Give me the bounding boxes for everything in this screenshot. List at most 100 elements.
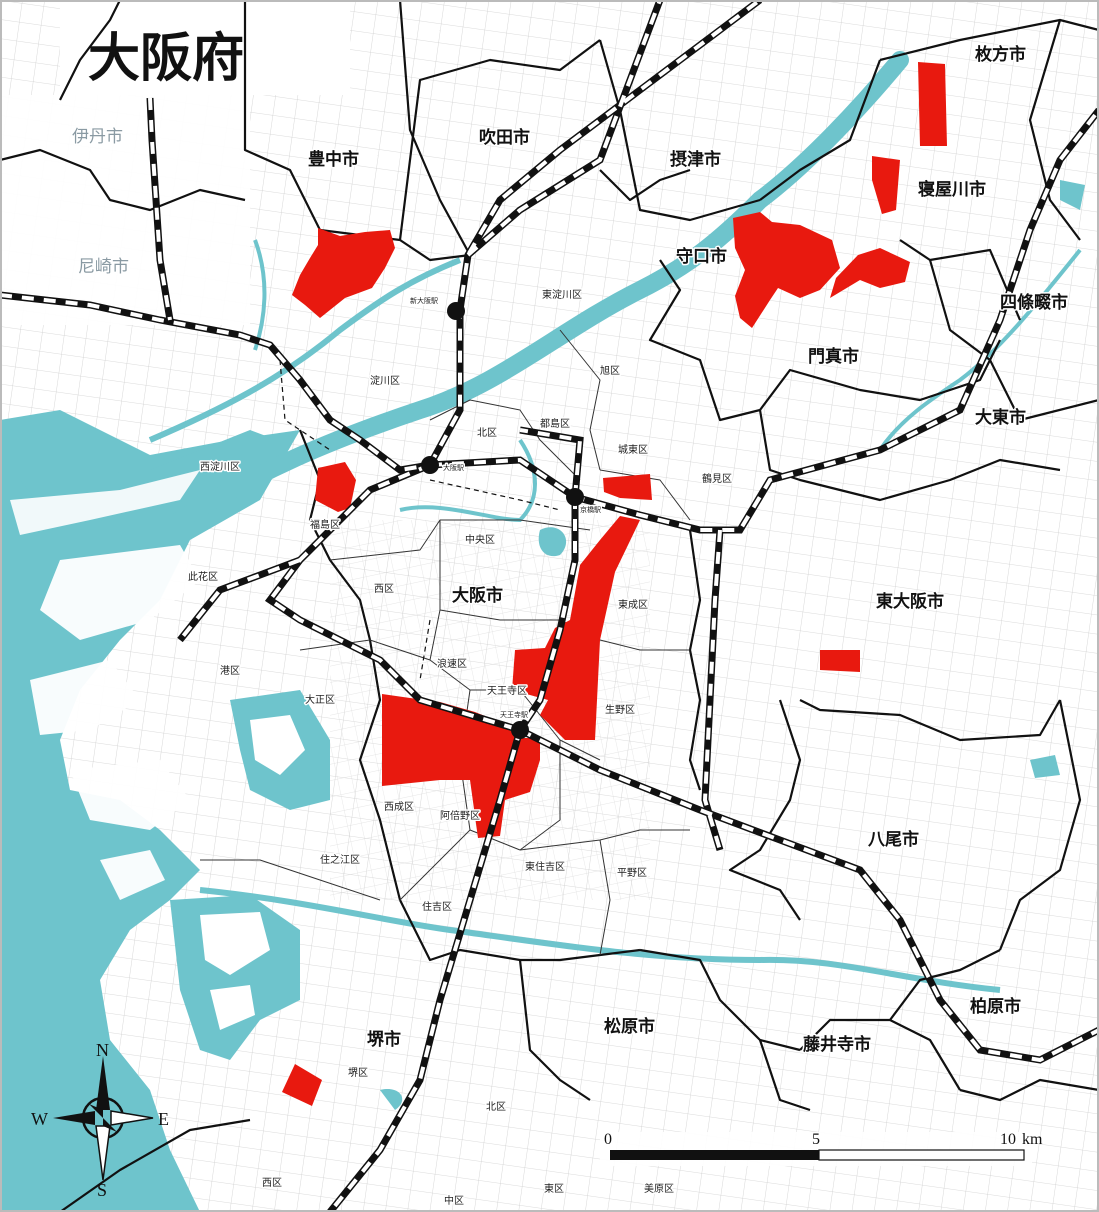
city-labels: 枚方市 伊丹市 吹田市 豊中市 摂津市 寝屋川市 尼崎市 守口市 四條畷市 門真… [71,43,1070,1057]
label-abeno: 阿倍野区 [440,809,480,822]
scale-label-5: 5 [812,1131,820,1148]
compass-rose: N E S W [31,1040,169,1200]
label-sumiyoshi: 住吉区 [422,900,452,913]
label-shijonawate: 四條畷市 [1000,292,1068,313]
label-fujiidera: 藤井寺市 [803,1034,871,1055]
label-neyagawa: 寝屋川市 [918,179,986,200]
inland-pond-4 [1030,755,1060,778]
label-sakai-nishi: 西区 [262,1177,282,1189]
highlight-sakai [282,1064,322,1106]
stations: 新大阪駅 大阪駅 京橋駅 天王寺駅 [409,295,603,739]
compass-east-arrow [110,1110,154,1126]
label-miyakojima: 都島区 [540,417,570,430]
highlight-toyonaka [292,228,395,318]
compass-north-arrow [96,1056,110,1110]
highlight-kadoma-east [830,248,910,298]
compass-n-label: N [96,1040,109,1060]
highlight-higashiosaka [820,650,860,672]
station-shinosaka-dot [447,302,465,320]
label-yodogawa: 淀川区 [370,374,400,387]
scale-bar-black-segment [610,1150,819,1160]
label-asahi: 旭区 [600,365,620,377]
scale-bar: 0 5 10 km [600,1131,1043,1166]
inland-pond-1 [538,527,567,557]
port-piers [30,545,200,900]
compass-center-se [103,1118,117,1132]
label-chuo: 中央区 [465,533,495,546]
station-shinosaka-label: 新大阪駅 [410,296,438,305]
label-fukushima: 福島区 [310,518,340,531]
label-suita: 吹田市 [479,127,530,148]
label-nishi: 西区 [374,583,394,595]
compass-w-label: W [31,1109,48,1129]
label-sakai-mihara: 美原区 [644,1182,674,1195]
northwest-blank-area [0,95,250,325]
station-kyobashi-label: 京橋駅 [580,505,601,514]
inland-pond-3 [1060,180,1085,210]
kanzaki-river [148,257,462,443]
sakai-harbour-piers [200,912,270,1030]
label-higashisumiyoshi: 東住吉区 [525,860,565,873]
label-itami: 伊丹市 [72,127,123,147]
highlight-neyagawa [872,156,900,214]
label-taisho: 大正区 [305,693,335,706]
label-nishiyodogawa: 西淀川区 [200,460,240,473]
label-hirakata: 枚方市 [975,44,1026,65]
label-osaka-city: 大阪市 [452,585,503,606]
label-kadoma: 門真市 [808,346,859,367]
title-backdrop [60,0,350,95]
label-konohana: 此花区 [188,570,218,583]
label-higashiyodogawa: 東淀川区 [542,288,582,301]
highlight-moriguchi [733,212,840,328]
label-settsu: 摂津市 [670,149,721,170]
label-tsurumi: 鶴見区 [702,472,732,485]
label-minato: 港区 [220,665,240,677]
highlight-hirakata-north [918,62,947,146]
scale-label-0: 0 [604,1131,612,1148]
label-kita: 北区 [477,427,497,439]
label-naniwa: 浪速区 [437,657,467,670]
station-osaka-label: 大阪駅 [443,463,464,472]
label-sakai-higashi: 東区 [544,1182,564,1195]
nanko-piers [250,715,305,775]
label-tennoji: 天王寺区 [487,685,527,697]
label-sakai-ku: 堺区 [348,1067,368,1079]
yodo-river [171,51,909,529]
compass-west-arrow [53,1111,95,1125]
label-toyonaka: 豊中市 [308,149,359,170]
yamato-river [199,887,1001,993]
label-hirano: 平野区 [617,867,647,879]
label-sakai: 堺市 [367,1029,401,1050]
label-sakai-naka: 中区 [444,1194,464,1207]
station-tennoji-dot [511,721,529,739]
label-yao: 八尾市 [868,829,919,850]
station-tennoji-label: 天王寺駅 [500,711,528,719]
compass-s-label: S [97,1180,107,1200]
highlight-joto [603,474,652,500]
neya-river [878,248,1082,452]
label-higashiosaka: 東大阪市 [876,591,944,612]
label-suminoe: 住之江区 [320,853,360,866]
label-sakai-kita: 北区 [486,1101,506,1113]
station-osaka-dot [421,456,439,474]
label-ikuno: 生野区 [605,703,635,716]
scale-unit: km [1022,1131,1043,1148]
label-joto: 城東区 [618,443,648,456]
station-kyobashi-dot [566,488,584,506]
label-amagasaki: 尼崎市 [78,257,129,277]
compass-center-nw [89,1104,103,1118]
scale-label-10: 10 [1000,1131,1016,1148]
label-higashinari: 東成区 [618,598,648,611]
compass-e-label: E [158,1109,169,1129]
highlight-fukushima [315,462,356,512]
label-kashiwara: 柏原市 [970,996,1021,1017]
ward-labels: 東淀川区 淀川区 旭区 西淀川区 北区 都島区 城東区 鶴見区 福島区 中央区 … [187,287,734,1209]
bay-inlet-2 [10,470,200,535]
label-nishinari: 西成区 [384,801,414,813]
label-daito: 大東市 [975,407,1026,428]
inland-pond-2 [380,1089,403,1110]
